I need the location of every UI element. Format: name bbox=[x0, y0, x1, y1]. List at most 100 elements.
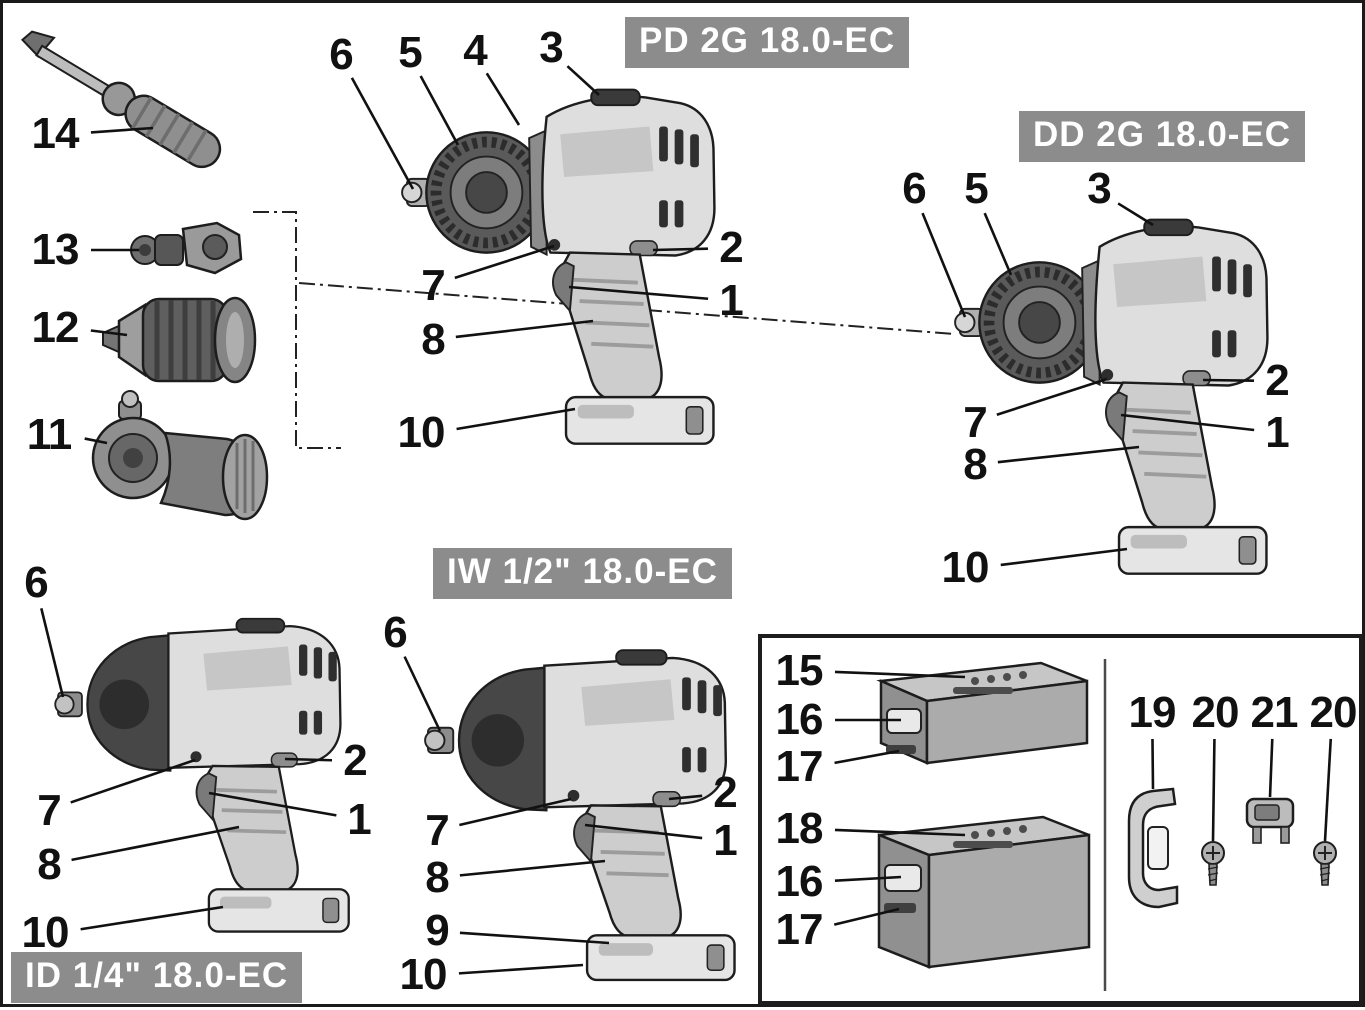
callout-battery-16: 16 bbox=[775, 857, 824, 906]
model-label-dd: DD 2G 18.0-EC bbox=[1019, 111, 1306, 162]
callout-dd-6: 6 bbox=[902, 164, 927, 213]
callout-dd-1: 1 bbox=[1265, 408, 1290, 457]
leader-line-battery-16 bbox=[834, 875, 902, 883]
callout-battery-15: 15 bbox=[775, 646, 824, 695]
callout-dd-3: 3 bbox=[1087, 164, 1112, 213]
leader-line-accessories-14 bbox=[90, 126, 154, 134]
battery-pack-tall-illustration bbox=[877, 815, 1091, 969]
leader-line-dd-3 bbox=[1117, 202, 1154, 227]
callout-pd-1: 1 bbox=[719, 276, 744, 325]
leader-line-dd-6 bbox=[921, 212, 967, 318]
attachment-compat-box bbox=[253, 211, 341, 449]
callout-battery-16: 16 bbox=[775, 695, 824, 744]
leader-line-iw-1 bbox=[584, 823, 703, 840]
leader-line-small-parts-20 bbox=[1323, 738, 1333, 842]
leader-line-battery-17 bbox=[833, 907, 900, 926]
battery-pack-slim-illustration bbox=[876, 661, 1089, 765]
callout-pd-7: 7 bbox=[421, 261, 446, 310]
bit-holder-clip-illustration bbox=[1245, 797, 1295, 844]
leader-line-iw-10 bbox=[458, 963, 584, 975]
callout-iw-8: 8 bbox=[425, 853, 450, 902]
callout-id-8: 8 bbox=[37, 840, 62, 889]
callout-dd-7: 7 bbox=[963, 398, 988, 447]
leader-line-iw-9 bbox=[459, 931, 610, 945]
callout-id-1: 1 bbox=[347, 795, 372, 844]
callout-small-parts-20: 20 bbox=[1191, 688, 1240, 737]
leader-line-id-2 bbox=[284, 757, 333, 762]
leader-line-pd-7 bbox=[454, 244, 555, 280]
leader-line-id-8 bbox=[71, 825, 240, 862]
model-label-id: ID 1/4" 18.0-EC bbox=[11, 952, 303, 1003]
leader-line-id-10 bbox=[80, 905, 224, 931]
callout-id-6: 6 bbox=[24, 558, 49, 607]
leader-line-pd-5 bbox=[419, 75, 460, 146]
leader-line-iw-2 bbox=[668, 794, 703, 801]
model-label-pd: PD 2G 18.0-EC bbox=[625, 17, 910, 68]
callout-accessories-13: 13 bbox=[31, 225, 80, 274]
leader-line-accessories-12 bbox=[90, 329, 128, 337]
leader-line-iw-7 bbox=[459, 797, 572, 827]
callout-pd-2: 2 bbox=[719, 223, 744, 272]
leader-line-iw-8 bbox=[459, 859, 606, 877]
callout-iw-10: 10 bbox=[399, 950, 448, 999]
callout-id-7: 7 bbox=[37, 786, 62, 835]
callout-small-parts-21: 21 bbox=[1250, 688, 1299, 737]
leader-line-pd-6 bbox=[350, 77, 415, 190]
model-label-iw: IW 1/2" 18.0-EC bbox=[433, 548, 732, 599]
belt-clip-illustration bbox=[1127, 787, 1179, 909]
leader-line-dd-1 bbox=[1120, 413, 1255, 432]
side-handle-illustration bbox=[20, 30, 222, 169]
callout-accessories-11: 11 bbox=[26, 410, 73, 459]
callout-pd-3: 3 bbox=[539, 23, 564, 72]
leader-line-pd-2 bbox=[652, 247, 709, 252]
callout-pd-10: 10 bbox=[397, 408, 446, 457]
callout-battery-17: 17 bbox=[775, 905, 824, 954]
angle-attachment-illustration bbox=[91, 390, 269, 521]
callout-battery-17: 17 bbox=[775, 742, 824, 791]
leader-line-battery-18 bbox=[834, 828, 966, 837]
callout-iw-9: 9 bbox=[425, 906, 450, 955]
leader-line-iw-6 bbox=[403, 656, 442, 732]
leader-line-small-parts-21 bbox=[1268, 738, 1274, 798]
callout-dd-2: 2 bbox=[1265, 356, 1290, 405]
callout-iw-1: 1 bbox=[713, 816, 738, 865]
leader-line-pd-3 bbox=[566, 65, 600, 96]
callout-dd-10: 10 bbox=[941, 543, 990, 592]
callout-small-parts-20: 20 bbox=[1309, 688, 1358, 737]
callout-iw-2: 2 bbox=[713, 768, 738, 817]
callout-id-10: 10 bbox=[21, 908, 70, 957]
callout-battery-18: 18 bbox=[775, 804, 824, 853]
leader-line-id-1 bbox=[208, 791, 337, 817]
leader-line-pd-1 bbox=[568, 285, 709, 301]
keyless-chuck-illustration bbox=[102, 296, 257, 384]
leader-line-dd-2 bbox=[1202, 378, 1255, 382]
callout-dd-5: 5 bbox=[964, 164, 989, 213]
callout-small-parts-19: 19 bbox=[1128, 688, 1177, 737]
leader-lines-layer bbox=[40, 65, 1333, 975]
leader-line-dd-8 bbox=[997, 445, 1140, 464]
leader-line-small-parts-19 bbox=[1151, 738, 1155, 790]
chuck-adapter-illustration bbox=[130, 221, 243, 275]
leader-line-pd-10 bbox=[456, 407, 576, 431]
leader-line-id-6 bbox=[40, 607, 65, 698]
callout-accessories-14: 14 bbox=[31, 109, 80, 158]
callout-id-2: 2 bbox=[343, 736, 368, 785]
leader-line-id-7 bbox=[70, 758, 196, 804]
leader-line-dd-7 bbox=[996, 377, 1108, 417]
callout-pd-4: 4 bbox=[463, 26, 488, 75]
diagram-artwork bbox=[20, 30, 1363, 1005]
leader-line-small-parts-20 bbox=[1211, 738, 1216, 842]
callout-pd-5: 5 bbox=[398, 28, 423, 77]
callout-accessories-12: 12 bbox=[31, 303, 80, 352]
leader-line-accessories-11 bbox=[84, 437, 108, 445]
leader-line-dd-5 bbox=[983, 212, 1013, 276]
leader-line-pd-8 bbox=[455, 319, 594, 339]
callout-pd-6: 6 bbox=[329, 30, 354, 79]
leader-line-battery-15 bbox=[834, 670, 966, 679]
leader-line-dd-10 bbox=[1000, 547, 1128, 567]
leader-line-pd-4 bbox=[485, 72, 521, 126]
callout-iw-7: 7 bbox=[425, 806, 450, 855]
callout-pd-8: 8 bbox=[421, 315, 446, 364]
callout-iw-6: 6 bbox=[383, 608, 408, 657]
